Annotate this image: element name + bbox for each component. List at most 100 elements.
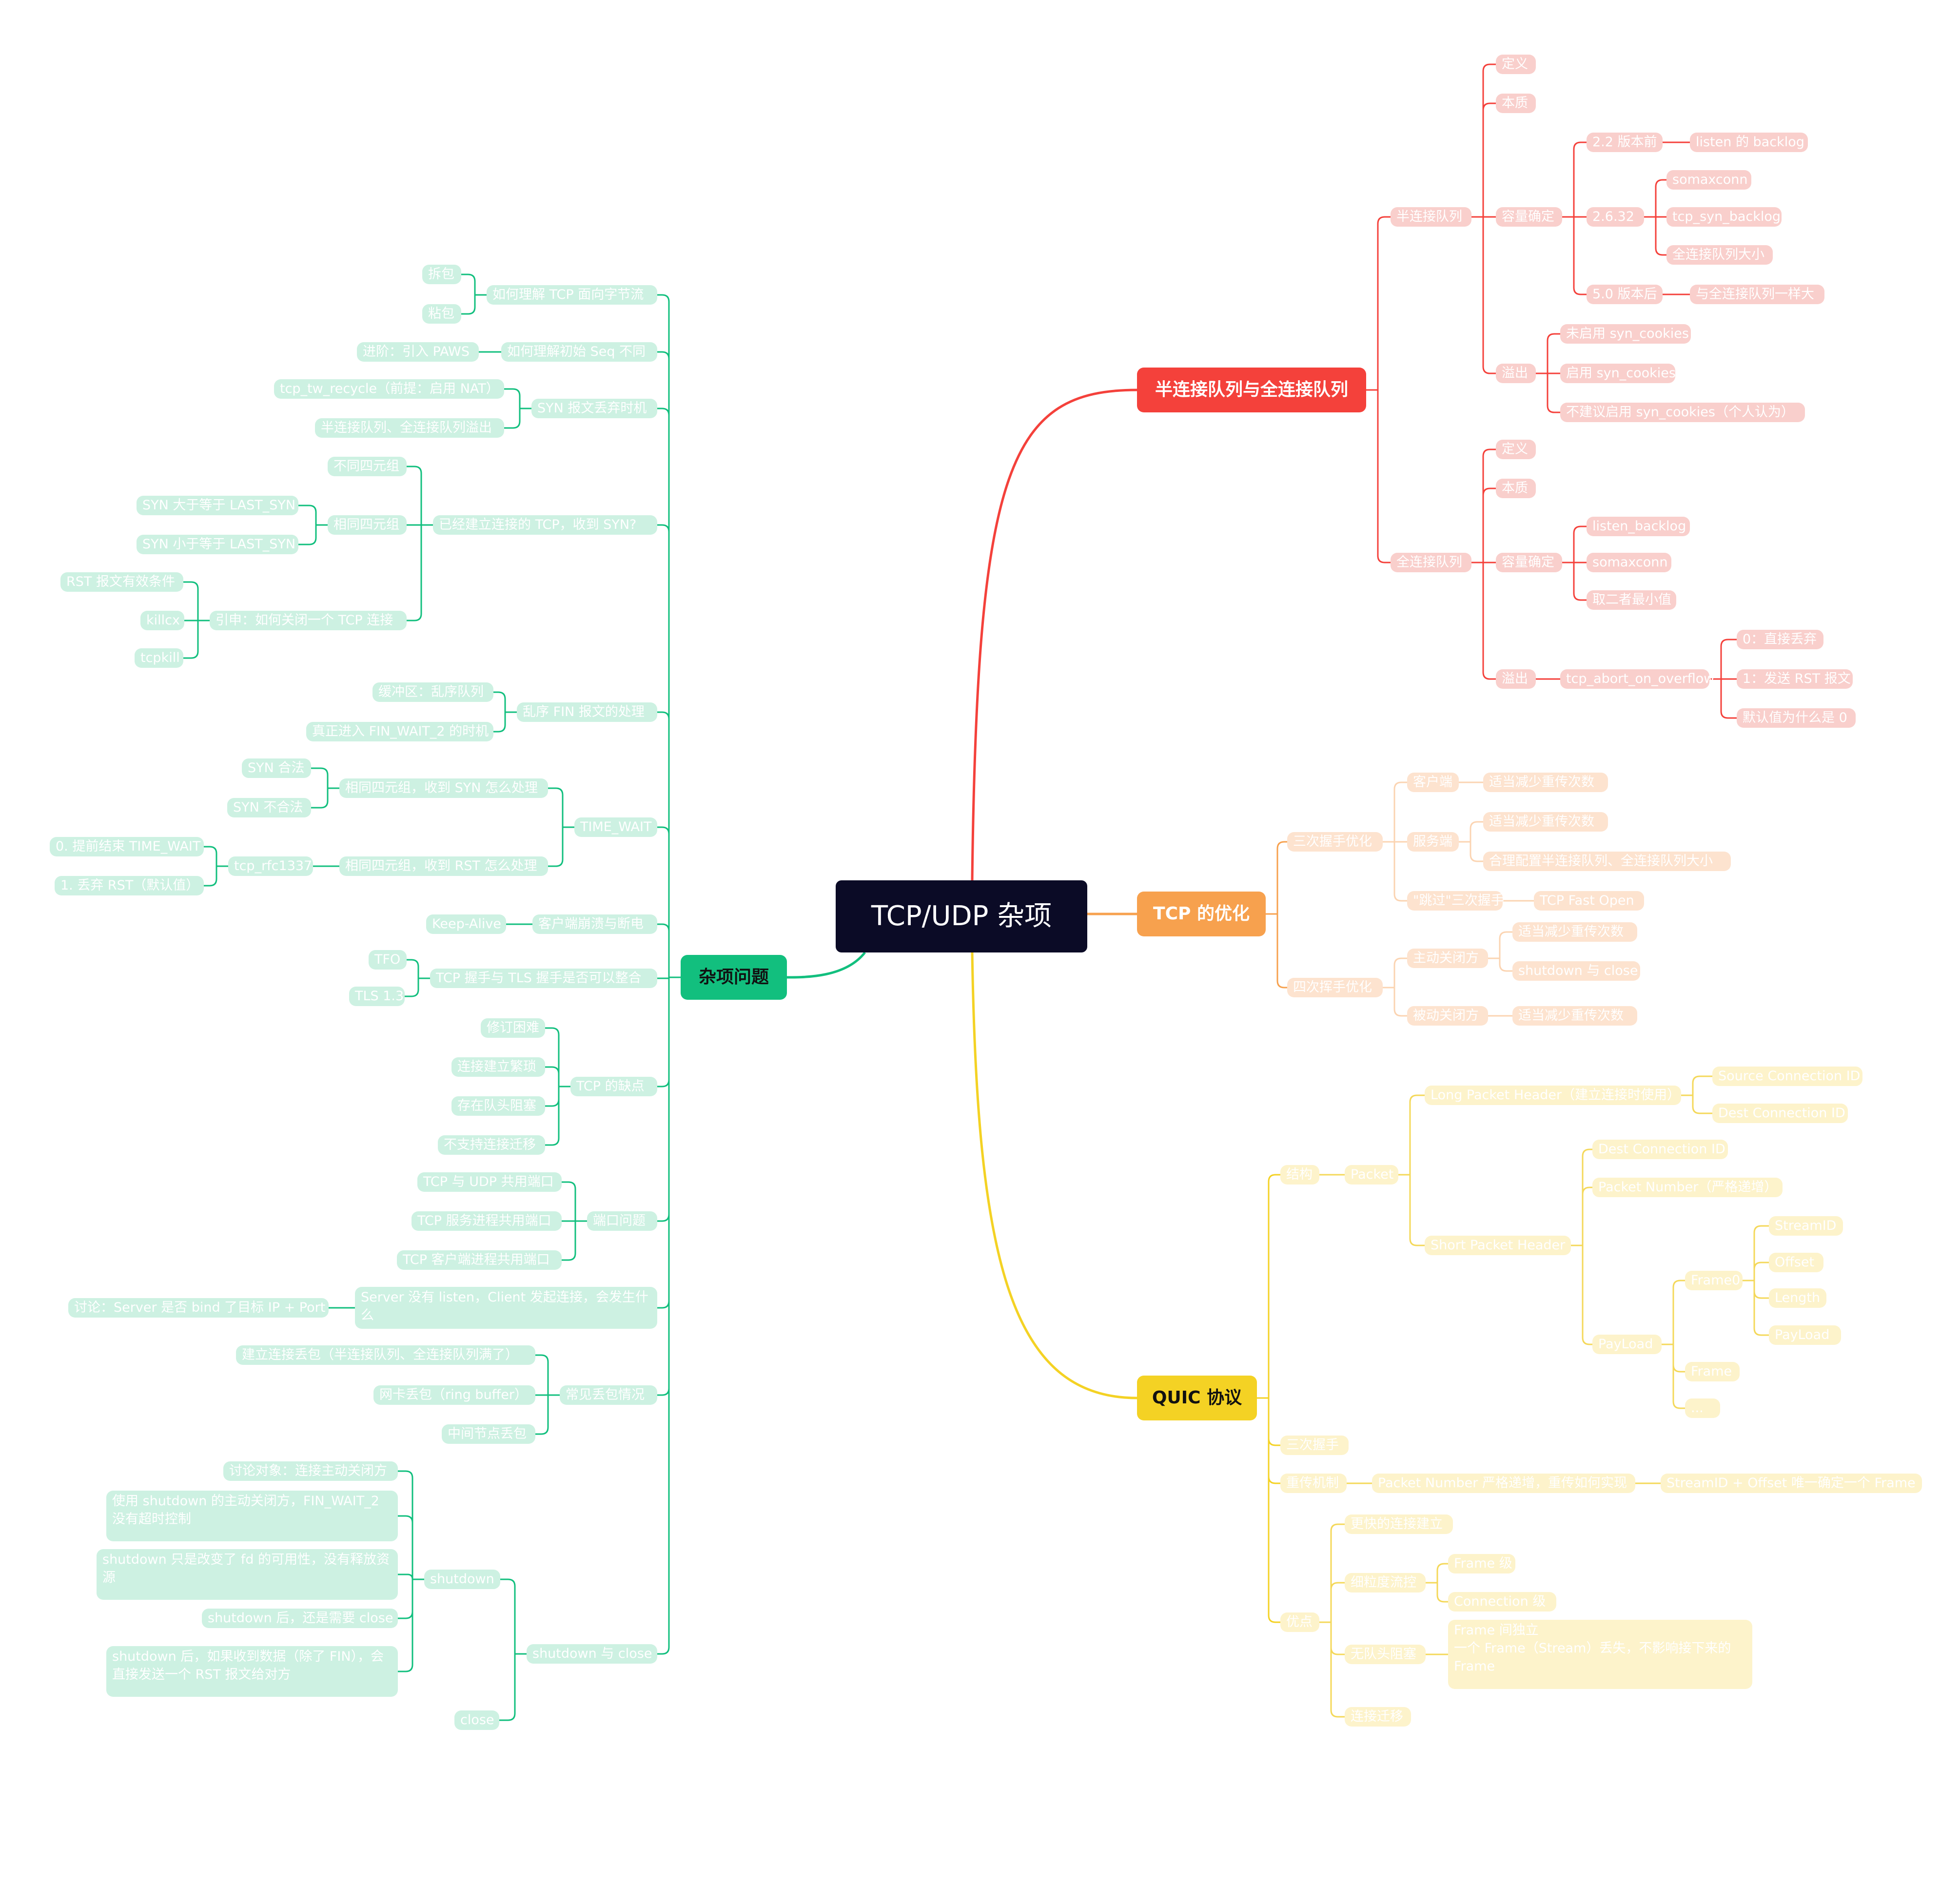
misc-no-listen[interactable]: Server 没有 listen，Client 发起连接，会发生什么 <box>355 1287 657 1329</box>
misc-sd-need-close[interactable]: shutdown 后，还是需要 close <box>202 1609 398 1628</box>
opt-client-retry[interactable]: 适当减少重传次数 <box>1483 773 1608 792</box>
misc-syn-invalid[interactable]: SYN 不合法 <box>227 798 311 817</box>
opt-client[interactable]: 客户端 <box>1407 773 1459 792</box>
branch-misc[interactable]: 杂项问题 <box>681 955 787 1000</box>
half-definition[interactable]: 定义 <box>1496 55 1536 74</box>
quic-retransmit[interactable]: 重传机制 <box>1280 1474 1347 1493</box>
misc-bytestream[interactable]: 如何理解 TCP 面向字节流 <box>487 285 657 305</box>
quic-frame0-streamid[interactable]: StreamID <box>1769 1216 1843 1236</box>
full-min[interactable]: 取二者最小值 <box>1587 590 1676 610</box>
half-v50[interactable]: 5.0 版本后 <box>1587 285 1663 304</box>
misc-fin[interactable]: 乱序 FIN 报文的处理 <box>517 702 657 722</box>
misc-loss-nic[interactable]: 网卡丢包（ring buffer） <box>373 1385 535 1405</box>
opt-handshake4[interactable]: 四次挥手优化 <box>1287 978 1383 997</box>
quic-long-source-id[interactable]: Source Connection ID <box>1712 1067 1862 1086</box>
full-overflow[interactable]: 溢出 <box>1496 669 1536 689</box>
quic-fast-connect[interactable]: 更快的连接建立 <box>1345 1515 1453 1534</box>
misc-ports-tcp-udp[interactable]: TCP 与 UDP 共用端口 <box>417 1172 562 1192</box>
misc-loss[interactable]: 常见丢包情况 <box>560 1385 657 1405</box>
misc-sd-fd[interactable]: shutdown 只是改变了 fd 的可用性，没有释放资源 <box>97 1549 398 1600</box>
opt-active-shutdown[interactable]: shutdown 与 close <box>1512 961 1640 981</box>
opt-passive-retry[interactable]: 适当减少重传次数 <box>1512 1006 1637 1026</box>
root-node[interactable]: TCP/UDP 杂项 <box>836 880 1087 952</box>
misc-ports-server[interactable]: TCP 服务进程共用端口 <box>412 1211 562 1231</box>
misc-rfc-1[interactable]: 1. 丢弃 RST（默认值） <box>55 876 204 895</box>
half-overflow-no-cookies[interactable]: 未启用 syn_cookies <box>1560 324 1691 344</box>
half-overflow[interactable]: 溢出 <box>1496 364 1536 383</box>
full-abort-1[interactable]: 1：发送 RST 报文 <box>1737 669 1853 689</box>
misc-tw-rst[interactable]: 相同四元组，收到 RST 怎么处理 <box>339 856 548 876</box>
full-abort-default[interactable]: 默认值为什么是 0 <box>1737 708 1856 728</box>
quic-short-packet-number[interactable]: Packet Number（严格递增） <box>1592 1178 1783 1197</box>
misc-cons-hol[interactable]: 存在队头阻塞 <box>451 1096 545 1116</box>
quic-retransmit-pn[interactable]: Packet Number 严格递增，重传如何实现 <box>1372 1474 1635 1493</box>
half-v2632[interactable]: 2.6.32 <box>1587 207 1644 227</box>
misc-syn-drop[interactable]: SYN 报文丢弃时机 <box>531 399 657 418</box>
full-queue[interactable]: 全连接队列 <box>1391 553 1471 572</box>
full-definition[interactable]: 定义 <box>1496 440 1536 459</box>
misc-fin-buffer[interactable]: 缓冲区：乱序队列 <box>372 682 493 702</box>
opt-active-retry[interactable]: 适当减少重传次数 <box>1512 922 1637 942</box>
misc-keepalive[interactable]: Keep-Alive <box>426 914 506 934</box>
misc-sd-rst[interactable]: shutdown 后，如果收到数据（除了 FIN），会直接发送一个 RST 报文… <box>106 1646 398 1697</box>
misc-bind-discussion[interactable]: 讨论：Server 是否 bind 了目标 IP + Port <box>68 1298 329 1318</box>
half-essence[interactable]: 本质 <box>1496 94 1536 113</box>
half-queue[interactable]: 半连接队列 <box>1391 207 1471 227</box>
opt-server[interactable]: 服务端 <box>1407 832 1459 852</box>
misc-time-wait[interactable]: TIME_WAIT <box>574 817 657 837</box>
misc-sd-target[interactable]: 讨论对象：连接主动关闭方 <box>223 1461 398 1481</box>
misc-syn-valid[interactable]: SYN 合法 <box>242 758 311 778</box>
quic-no-hol-note[interactable]: Frame 间独立 一个 Frame（Stream）丢失，不影响接下来的 Fra… <box>1448 1620 1752 1689</box>
misc-loss-setup[interactable]: 建立连接丢包（半连接队列、全连接队列满了） <box>236 1345 535 1365</box>
quic-long-header[interactable]: Long Packet Header（建立连接时使用） <box>1425 1086 1681 1105</box>
misc-cons-setup[interactable]: 连接建立繁琐 <box>451 1057 545 1077</box>
opt-skip-handshake[interactable]: "跳过"三次握手 <box>1407 891 1504 911</box>
quic-short-dest-id[interactable]: Dest Connection ID <box>1592 1140 1728 1159</box>
opt-server-queues[interactable]: 合理配置半连接队列、全连接队列大小 <box>1483 852 1731 871</box>
quic-flow-connection[interactable]: Connection 级 <box>1448 1592 1556 1612</box>
misc-unpack[interactable]: 拆包 <box>422 265 461 284</box>
quic-flow-frame[interactable]: Frame 级 <box>1448 1554 1515 1573</box>
quic-retransmit-stream[interactable]: StreamID + Offset 唯一确定一个 Frame <box>1661 1474 1922 1493</box>
opt-tfo[interactable]: TCP Fast Open <box>1534 891 1644 911</box>
half-capacity[interactable]: 容量确定 <box>1496 207 1562 227</box>
quic-frame0-payload[interactable]: PayLoad <box>1769 1325 1841 1345</box>
misc-fin-wait2[interactable]: 真正进入 FIN_WAIT_2 的时机 <box>306 722 493 741</box>
misc-rst-valid[interactable]: RST 报文有效条件 <box>60 572 183 592</box>
misc-ports[interactable]: 端口问题 <box>587 1211 657 1231</box>
half-overflow-cookies[interactable]: 启用 syn_cookies <box>1560 364 1676 383</box>
half-v2632-syn-backlog[interactable]: tcp_syn_backlog <box>1666 207 1782 227</box>
misc-paws[interactable]: 进阶：引入 PAWS <box>357 342 479 362</box>
opt-passive-close[interactable]: 被动关闭方 <box>1407 1006 1488 1026</box>
misc-tls[interactable]: TCP 握手与 TLS 握手是否可以整合 <box>430 969 657 988</box>
quic-frame0-length[interactable]: Length <box>1769 1288 1826 1308</box>
misc-syn-ge[interactable]: SYN 大于等于 LAST_SYN <box>137 496 298 515</box>
misc-cons-migration[interactable]: 不支持连接迁移 <box>438 1135 545 1155</box>
misc-sd-fin-wait2[interactable]: 使用 shutdown 的主动关闭方，FIN_WAIT_2 没有超时控制 <box>106 1491 398 1541</box>
misc-shutdown[interactable]: shutdown <box>424 1570 500 1589</box>
opt-handshake3[interactable]: 三次握手优化 <box>1287 832 1383 852</box>
quic-short-header[interactable]: Short Packet Header <box>1425 1236 1571 1255</box>
quic-payload[interactable]: PayLoad <box>1592 1335 1662 1354</box>
full-essence[interactable]: 本质 <box>1496 479 1536 498</box>
misc-tfo[interactable]: TFO <box>369 950 407 970</box>
half-v2632-full-size[interactable]: 全连接队列大小 <box>1666 245 1773 265</box>
misc-shutdown-close[interactable]: shutdown 与 close <box>527 1644 657 1664</box>
branch-queues[interactable]: 半连接队列与全连接队列 <box>1137 368 1366 412</box>
misc-rfc-0[interactable]: 0. 提前结束 TIME_WAIT <box>50 837 204 856</box>
branch-optimize[interactable]: TCP 的优化 <box>1137 892 1266 936</box>
misc-syn-le[interactable]: SYN 小于等于 LAST_SYN <box>137 535 298 554</box>
misc-cons-revise[interactable]: 修订困难 <box>481 1018 545 1038</box>
misc-sticky[interactable]: 粘包 <box>422 304 461 324</box>
misc-established-syn[interactable]: 已经建立连接的 TCP，收到 SYN? <box>433 515 657 535</box>
half-v22-backlog[interactable]: listen 的 backlog <box>1690 133 1808 152</box>
half-v2632-somaxconn[interactable]: somaxconn <box>1666 170 1751 190</box>
half-v50-same[interactable]: 与全连接队列一样大 <box>1690 285 1824 304</box>
quic-migration[interactable]: 连接迁移 <box>1345 1707 1411 1727</box>
misc-same-tuple[interactable]: 相同四元组 <box>328 515 407 535</box>
quic-frame-more[interactable]: ... <box>1685 1398 1720 1418</box>
misc-diff-tuple[interactable]: 不同四元组 <box>328 457 407 476</box>
full-capacity[interactable]: 容量确定 <box>1496 553 1562 572</box>
quic-frame[interactable]: Frame <box>1685 1362 1740 1381</box>
misc-close[interactable]: close <box>454 1710 499 1730</box>
